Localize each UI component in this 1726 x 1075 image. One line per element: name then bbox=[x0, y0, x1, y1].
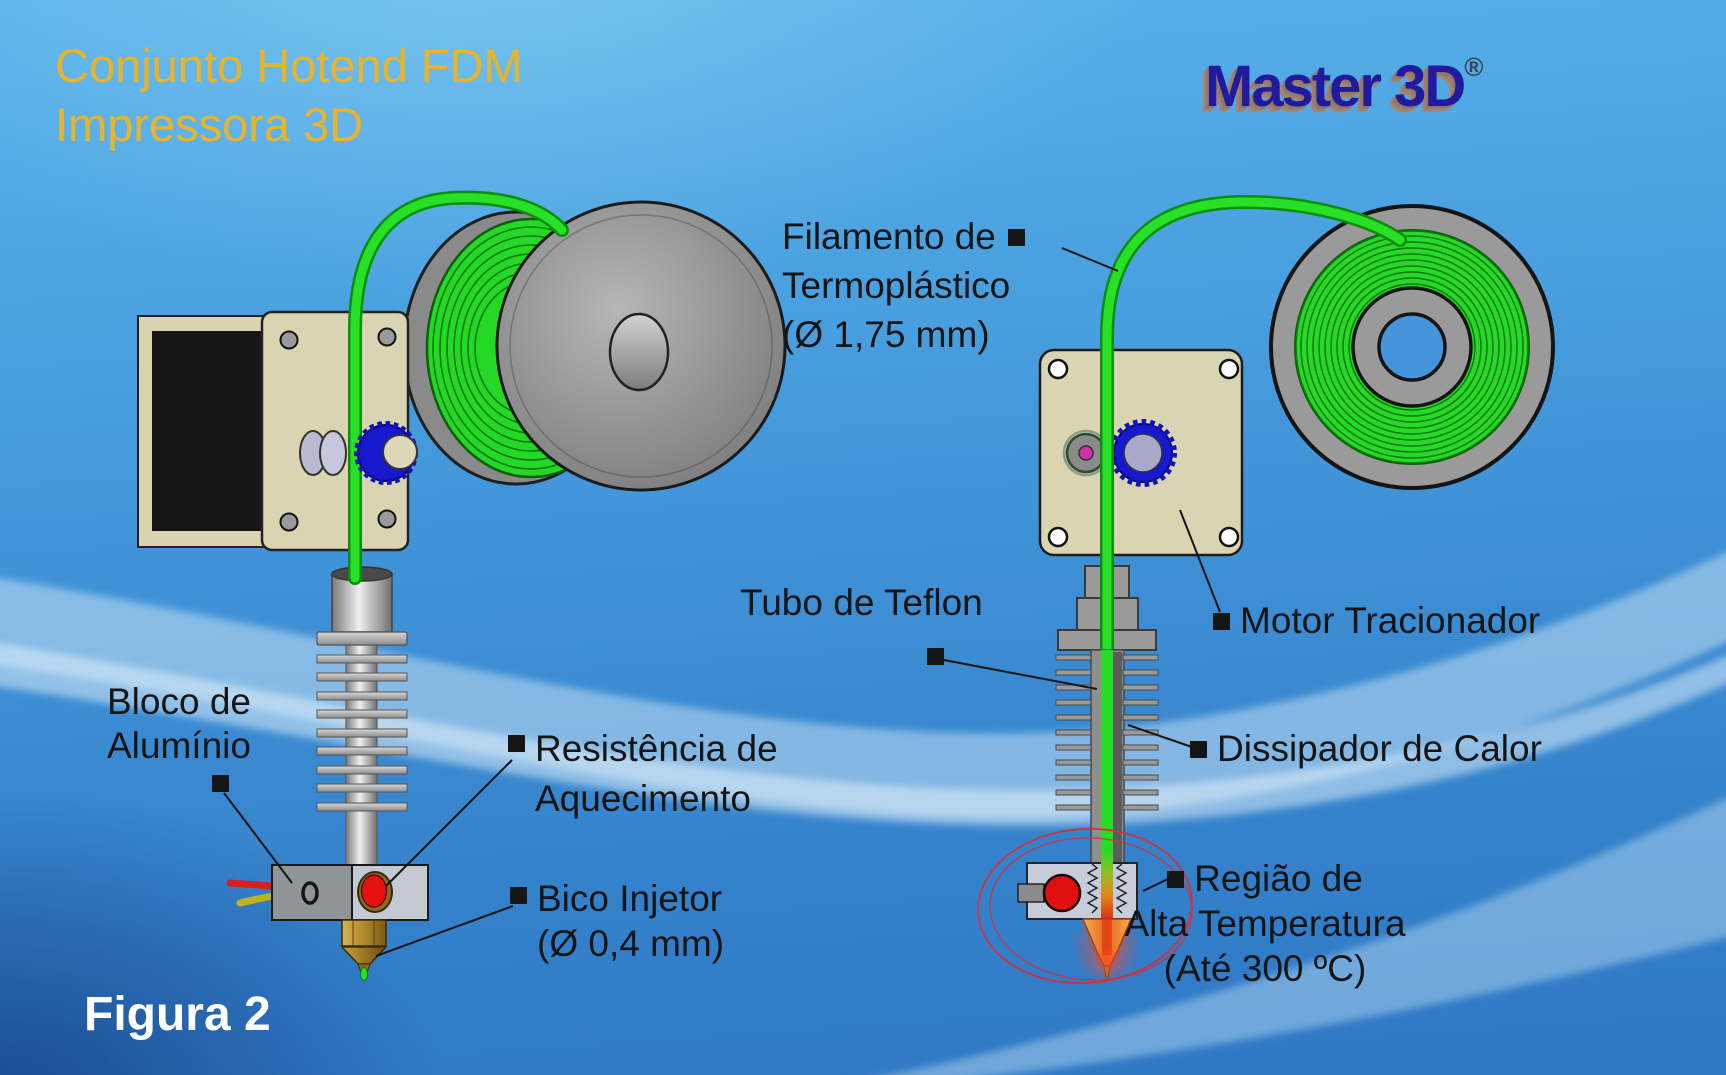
label-resistencia-de-aquecimento: Resistência de Aquecimento bbox=[508, 724, 778, 824]
spool-center-hole bbox=[1377, 312, 1447, 382]
leader-tubo bbox=[943, 659, 1098, 690]
teflon-tube-wall bbox=[1112, 652, 1122, 864]
motor-screw-holes-right bbox=[1047, 358, 1240, 548]
thread-hatching-left bbox=[1086, 863, 1099, 914]
leader-resistencia bbox=[385, 759, 513, 887]
leader-lines bbox=[223, 247, 1221, 957]
filament-spool-right bbox=[1269, 204, 1555, 490]
filament-strand-left bbox=[348, 190, 569, 585]
label-dissipador-de-calor: Dissipador de Calor bbox=[1190, 726, 1542, 772]
background-waves bbox=[0, 552, 1726, 1075]
extruded-filament-dot bbox=[360, 967, 368, 981]
title-line2: Impressora 3D bbox=[55, 98, 364, 151]
label-filamento: Filamento de Termoplástico (Ø 1,75 mm) bbox=[782, 212, 1025, 359]
idler-pulley-left bbox=[299, 430, 347, 476]
bullet-square-marker bbox=[508, 735, 525, 752]
figure-caption: Figura 2 bbox=[84, 988, 271, 1041]
left-extruder-illustration bbox=[137, 190, 787, 981]
bullet-square-marker bbox=[927, 648, 944, 665]
label-motor-tracionador: Motor Tracionador bbox=[1213, 598, 1540, 644]
thread-hatching-right bbox=[1115, 863, 1128, 914]
bullet-square-marker bbox=[1190, 740, 1207, 758]
leader-bloco bbox=[223, 792, 293, 884]
motor-shaft-knob bbox=[382, 434, 418, 470]
label-bico-injetor: Bico Injetor (Ø 0,4 mm) bbox=[510, 876, 724, 966]
filament-strand-right bbox=[1100, 194, 1407, 659]
bullet-square-marker bbox=[1213, 612, 1230, 630]
slide-title: Conjunto Hotend FDM Impressora 3D bbox=[55, 36, 523, 154]
bullet-square-marker bbox=[510, 887, 527, 904]
heatsink-left bbox=[316, 631, 408, 866]
heater-connector-stub bbox=[1017, 883, 1045, 903]
registered-trademark-symbol: ® bbox=[1464, 52, 1484, 82]
block-hole bbox=[301, 881, 319, 905]
bullet-square-marker bbox=[1167, 870, 1185, 888]
nozzle-right bbox=[1081, 918, 1133, 979]
leader-motor bbox=[1179, 509, 1221, 613]
leader-bico bbox=[375, 905, 514, 957]
nozzle-left bbox=[340, 919, 388, 981]
heater-cartridge-section bbox=[1042, 873, 1082, 913]
leader-regiao bbox=[1142, 878, 1169, 892]
title-line1: Conjunto Hotend FDM bbox=[55, 39, 523, 92]
hot-region-sketch-ellipse bbox=[977, 827, 1193, 985]
stepper-motor-right bbox=[1038, 348, 1244, 557]
heater-cartridge bbox=[360, 874, 388, 908]
spool-hub-left bbox=[608, 312, 670, 392]
aluminium-block bbox=[271, 864, 429, 921]
bullet-square-marker bbox=[1007, 228, 1025, 246]
bullet-square-marker bbox=[212, 775, 229, 792]
melting-filament bbox=[1101, 850, 1113, 919]
stepper-motor-left bbox=[137, 310, 410, 552]
leader-dissipador bbox=[1127, 724, 1193, 748]
drive-gear-left bbox=[354, 421, 418, 485]
logo-text: Master 3D bbox=[1205, 54, 1466, 119]
heatsink-right bbox=[1055, 649, 1159, 866]
label-bloco-de-aluminio: Bloco de Alumínio bbox=[107, 681, 251, 766]
filament-in-tube bbox=[1101, 650, 1113, 865]
heater-wires bbox=[226, 879, 276, 907]
label-tubo-de-teflon: Tubo de Teflon bbox=[740, 582, 983, 623]
label-regiao-alta-temperatura: Região de Alta Temperatura (Até 300 ºC) bbox=[1124, 858, 1406, 989]
motor-screws-left bbox=[279, 327, 397, 532]
right-extruder-illustration bbox=[977, 194, 1555, 987]
filament-spool-left bbox=[402, 200, 787, 492]
leader-filamento bbox=[1061, 247, 1119, 272]
master3d-logo: Master 3D® bbox=[1205, 44, 1484, 116]
